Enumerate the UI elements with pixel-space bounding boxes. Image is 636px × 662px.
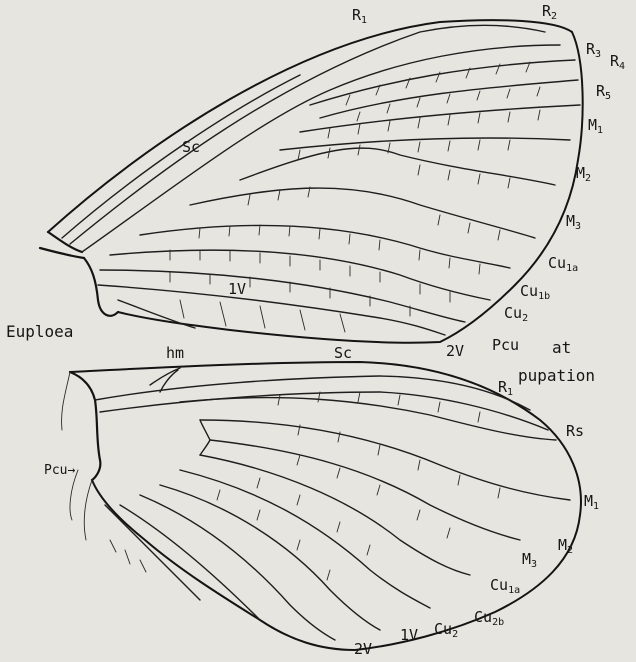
- forewing-vein-m3: [190, 188, 535, 238]
- fw-label-m1: M1: [588, 118, 603, 136]
- hw-label-hm: hm: [166, 346, 184, 361]
- fw-label-cu1a: Cu1a: [548, 256, 578, 274]
- caption-at: at: [552, 340, 571, 356]
- hindwing-outline: [70, 362, 581, 650]
- hindwing-vein-r1: [100, 392, 548, 430]
- forewing-vein-sc: [62, 75, 300, 238]
- hw-label-cu2: Cu2: [434, 622, 458, 640]
- fw-label-pcu: Pcu: [492, 338, 519, 353]
- forewing-vein-1v: [98, 285, 445, 335]
- fw-label-r2: R2: [542, 4, 557, 22]
- fw-label-m2: M2: [576, 166, 591, 184]
- hindwing-vein-m2: [210, 440, 520, 540]
- fw-label-r5: R5: [596, 84, 611, 102]
- hw-label-1v: 1V: [400, 628, 418, 643]
- forewing: [40, 20, 583, 343]
- forewing-vein-r1: [70, 25, 545, 244]
- genus-label: Euploea: [6, 324, 73, 340]
- forewing-outline: [48, 20, 583, 343]
- hindwing-vein-rs: [180, 398, 556, 440]
- fw-label-r4: R4: [610, 54, 625, 72]
- fw-label-cu1b: Cu1b: [520, 284, 550, 302]
- hw-label-2v: 2V: [354, 642, 372, 657]
- fw-label-1v: 1V: [228, 282, 246, 297]
- hw-label-m2: M2: [558, 538, 573, 556]
- fw-label-cu2: Cu2: [504, 306, 528, 324]
- forewing-vein-m1: [280, 138, 570, 150]
- fw-label-2v: 2V: [446, 344, 464, 359]
- fw-label-r3: R3: [586, 42, 601, 60]
- hw-label-r1: R1: [498, 380, 513, 398]
- forewing-inner-base: [84, 258, 118, 316]
- hindwing-vein-m1: [200, 420, 570, 500]
- hw-label-rs: Rs: [566, 424, 584, 439]
- hindwing-cell-crossvein: [200, 420, 210, 455]
- forewing-vein-m2: [240, 148, 555, 185]
- fw-label-m3: M3: [566, 214, 581, 232]
- forewing-base: [40, 232, 84, 258]
- caption-pupation: pupation: [518, 368, 595, 384]
- hw-label-m3: M3: [522, 552, 537, 570]
- hindwing: [62, 362, 581, 650]
- forewing-vein-cu1b: [110, 250, 490, 300]
- hw-label-cu1a: Cu1a: [490, 578, 520, 596]
- fw-label-r1: R1: [352, 8, 367, 26]
- hw-label-pcu: Pcu→: [44, 464, 75, 477]
- fw-label-sc: Sc: [182, 140, 200, 155]
- hw-label-sc: Sc: [334, 346, 352, 361]
- hw-label-cu2b: Cu2b: [474, 610, 504, 628]
- forewing-vein-cu1a: [140, 225, 510, 268]
- hindwing-tracheae: [217, 392, 500, 580]
- hw-label-m1: M1: [584, 494, 599, 512]
